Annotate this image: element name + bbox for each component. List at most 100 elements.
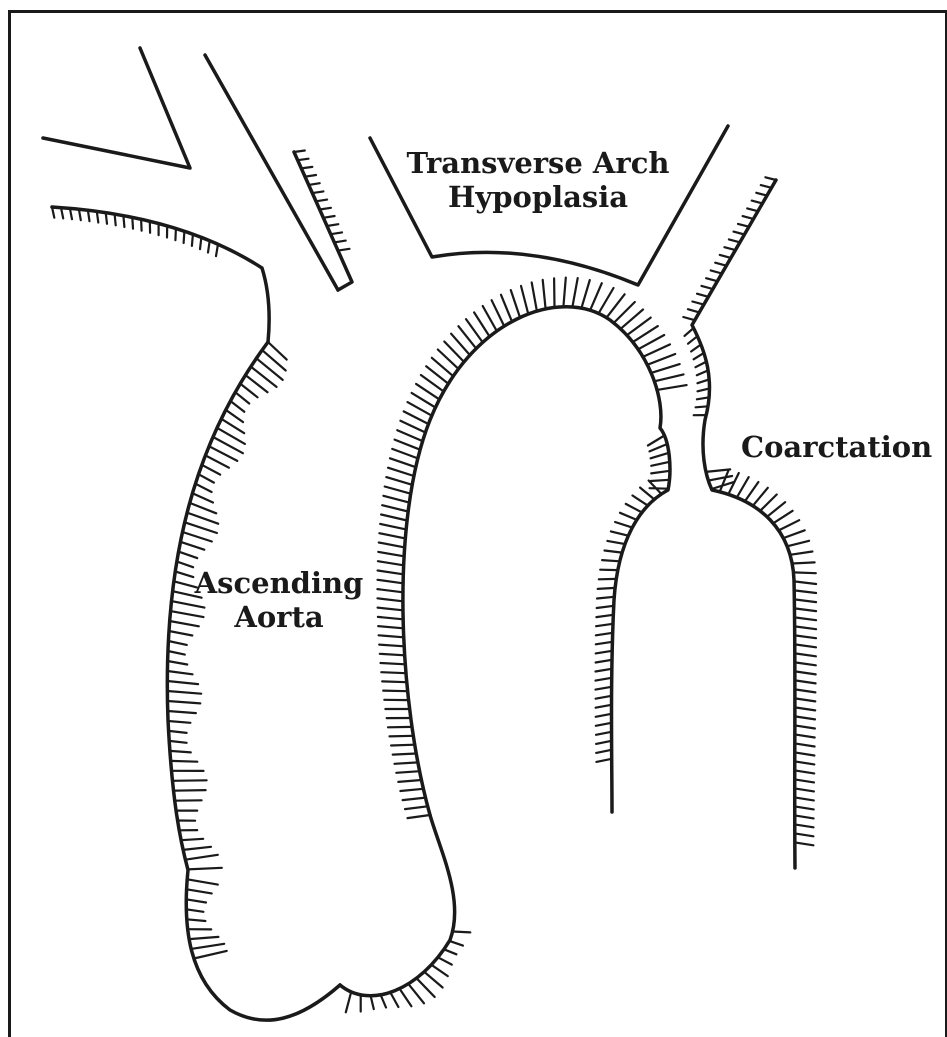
hatch-mark	[186, 899, 206, 902]
hatch-mark	[398, 780, 421, 782]
hatch-mark	[640, 488, 654, 500]
hatch-mark	[106, 213, 107, 224]
hatch-mark	[175, 229, 176, 241]
hatch-mark	[760, 495, 777, 511]
hatch-mark	[596, 678, 612, 681]
hatch-mark	[596, 714, 612, 717]
hatch-mark	[405, 806, 428, 809]
hatch-mark	[393, 754, 417, 755]
hatch-mark	[438, 957, 452, 964]
hatch-mark	[795, 779, 814, 782]
hatch-mark	[392, 449, 418, 459]
hatch-mark	[511, 290, 520, 317]
hatch-mark	[251, 367, 277, 387]
hatch-mark	[424, 972, 442, 988]
hatch-mark	[596, 732, 612, 735]
hatch-mark	[795, 662, 816, 665]
hatch-mark	[779, 520, 800, 530]
hatch-mark	[596, 705, 612, 708]
hatch-mark	[381, 663, 406, 664]
hatch-mark	[795, 716, 815, 719]
hatch-mark	[501, 295, 512, 322]
hatch-mark	[183, 847, 211, 850]
hatch-mark	[171, 761, 198, 762]
hatch-mark	[208, 241, 210, 253]
hatch-mark	[598, 588, 615, 589]
hatch-mark	[183, 532, 212, 542]
hatch-mark	[400, 989, 412, 1007]
hatch-mark	[179, 552, 198, 559]
hatch-mark	[581, 280, 589, 308]
wall-shading-hatches	[52, 151, 816, 1013]
hatch-mark	[795, 653, 816, 656]
hatch-mark	[323, 216, 334, 218]
hatch-mark	[795, 752, 815, 755]
hatch-mark	[795, 689, 816, 692]
middle-branch-vessel	[205, 55, 352, 290]
hatch-mark	[596, 759, 611, 762]
hatch-mark	[596, 750, 611, 753]
hatch-mark	[720, 470, 729, 492]
hatch-mark	[97, 211, 99, 222]
hatch-mark	[706, 278, 717, 281]
hatch-mark	[756, 193, 767, 196]
hatch-mark	[226, 410, 243, 422]
hatch-mark	[753, 488, 768, 506]
hatch-mark	[169, 741, 186, 743]
hatch-mark	[795, 698, 815, 701]
hatch-mark	[795, 626, 816, 629]
hatch-mark	[195, 484, 211, 492]
hatch-mark	[371, 996, 374, 1009]
hatch-mark	[168, 661, 188, 665]
hatch-mark	[738, 224, 749, 227]
hatch-mark	[596, 615, 613, 617]
hatch-mark	[720, 255, 731, 258]
hatch-mark	[417, 978, 435, 997]
hatch-mark	[794, 572, 816, 573]
hatch-mark	[787, 541, 809, 547]
hatch-mark	[262, 350, 286, 370]
hatch-mark	[795, 635, 816, 638]
hatch-mark	[643, 344, 670, 357]
hatch-mark	[747, 208, 758, 211]
hatch-mark	[596, 741, 612, 744]
hatch-mark	[185, 522, 217, 533]
hatch-mark	[532, 283, 537, 312]
hatch-mark	[327, 224, 338, 226]
hatch-mark	[654, 374, 683, 381]
hatch-mark	[381, 672, 406, 673]
hatch-mark	[187, 919, 206, 921]
hatch-mark	[141, 219, 142, 231]
hatch-mark	[698, 379, 710, 383]
hatch-mark	[683, 317, 695, 320]
hatch-mark	[403, 798, 426, 801]
hatch-mark	[170, 751, 191, 753]
hatch-mark	[745, 482, 759, 501]
hatch-mark	[378, 561, 404, 565]
hatch-mark	[795, 842, 814, 845]
hatch-mark	[492, 300, 505, 326]
hatch-mark	[651, 364, 680, 373]
hatch-mark	[381, 515, 407, 521]
hatch-mark	[193, 493, 214, 502]
hatch-mark	[168, 711, 196, 713]
hatch-mark	[767, 502, 785, 517]
hatch-mark	[795, 761, 815, 764]
hatch-mark	[167, 681, 198, 684]
hatch-mark	[200, 237, 201, 249]
hatch-mark	[192, 234, 193, 246]
hatch-mark	[737, 477, 749, 497]
hatch-mark	[377, 589, 403, 592]
hatch-mark	[688, 309, 699, 312]
hatch-mark	[715, 263, 726, 266]
hatch-mark	[795, 815, 814, 818]
ascending-aorta-label-line-2: Aorta	[184, 600, 374, 634]
hatch-mark	[626, 504, 642, 513]
hatch-mark	[596, 633, 613, 636]
hatch-mark	[172, 780, 206, 781]
hatch-mark	[382, 681, 407, 682]
hatch-mark	[795, 824, 814, 827]
hatch-mark	[692, 302, 703, 305]
hatch-mark	[187, 889, 212, 893]
